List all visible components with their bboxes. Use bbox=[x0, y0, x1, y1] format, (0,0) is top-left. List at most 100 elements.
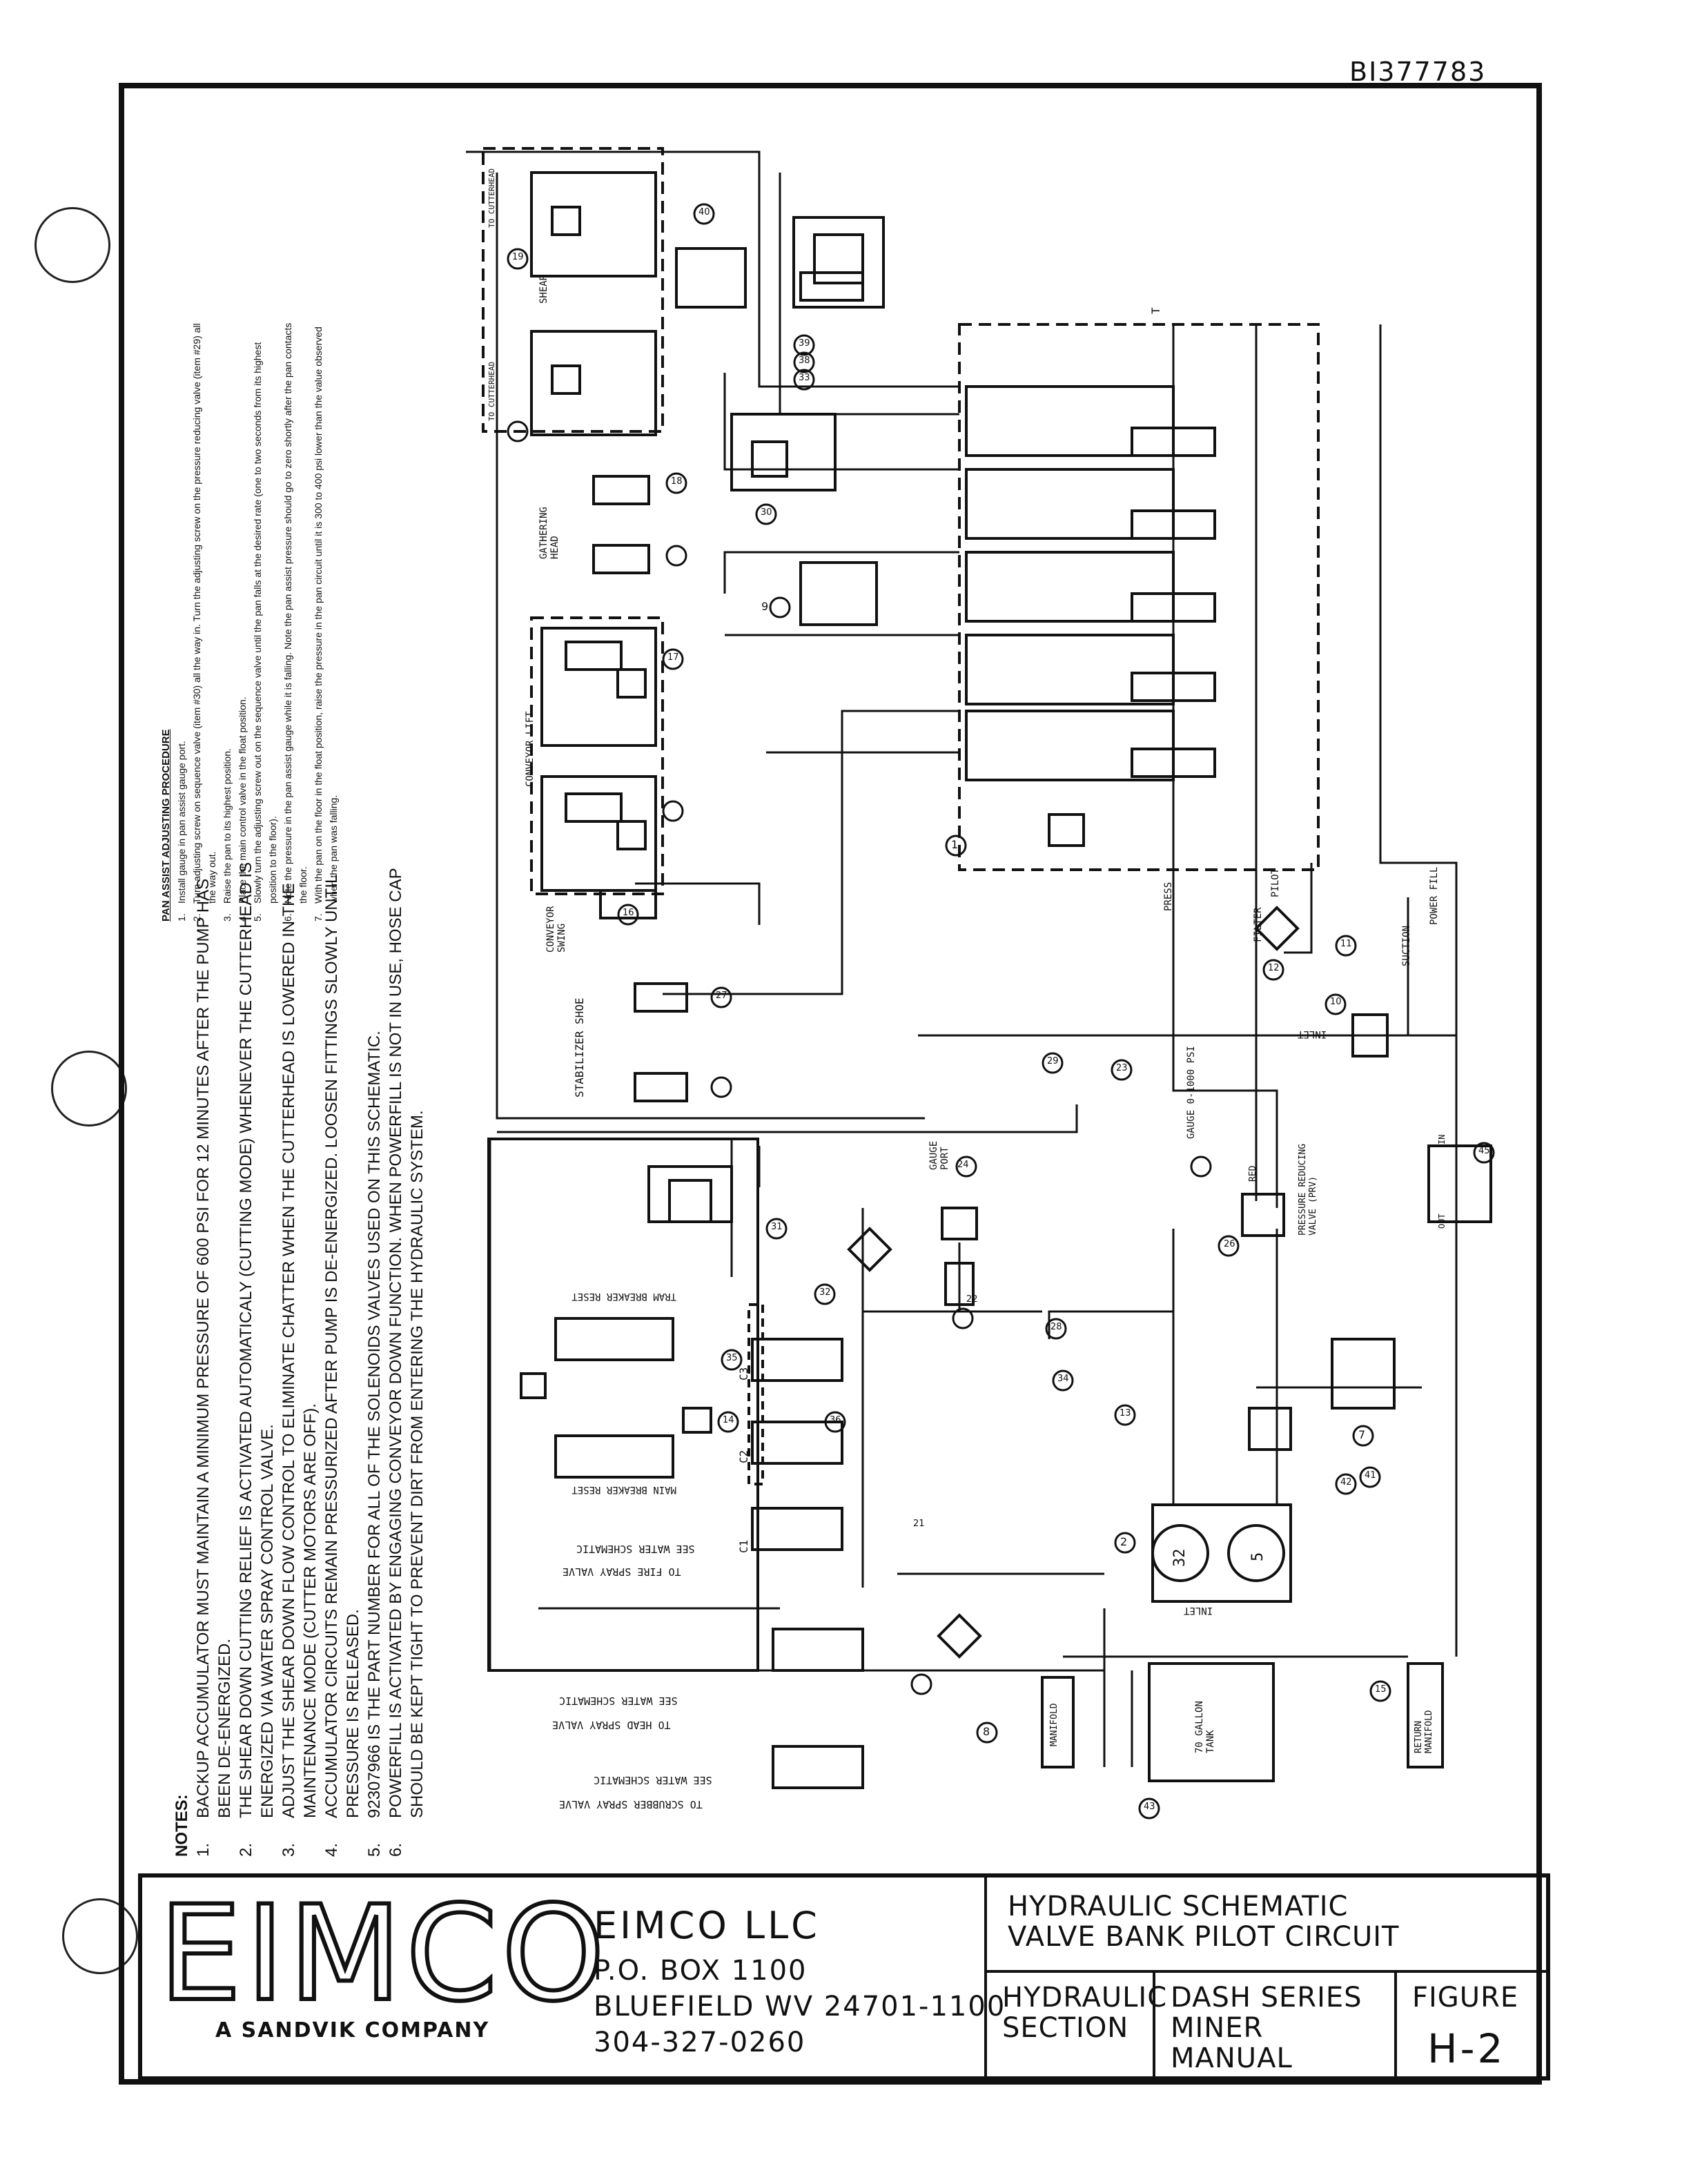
procedure-step: 6.Note the pressure in the pan assist ga… bbox=[282, 322, 309, 922]
manual-2: MINER bbox=[1171, 2012, 1264, 2044]
label-gauge-port: GAUGE PORT bbox=[928, 1140, 950, 1170]
item-28: 28 bbox=[1050, 1322, 1062, 1332]
procedure-step: 1.Install gauge in pan assist gauge port… bbox=[176, 741, 187, 922]
item-7: 7 bbox=[1358, 1428, 1366, 1441]
company-address-2: BLUEFIELD WV 24701-1100 bbox=[594, 1991, 1006, 2022]
procedure-title: PAN ASSIST ADJUSTING PROCEDURE bbox=[160, 729, 172, 922]
label-prv: PRESSURE REDUCING VALVE (PRV) bbox=[1298, 1143, 1318, 1236]
label-t: T bbox=[1149, 307, 1162, 314]
item-45: 45 bbox=[1478, 1146, 1490, 1156]
item-40: 40 bbox=[698, 207, 710, 217]
label-c1: C1 bbox=[737, 1539, 750, 1553]
item-14: 14 bbox=[723, 1415, 734, 1425]
item-32: 32 bbox=[819, 1287, 831, 1298]
label-shear: SHEAR bbox=[538, 274, 549, 304]
item-33: 33 bbox=[799, 373, 810, 383]
conveyor-lift-circuit bbox=[530, 561, 878, 1102]
item-29: 29 bbox=[1047, 1056, 1059, 1066]
company-address-1: P.O. BOX 1100 bbox=[594, 1955, 808, 1987]
drawing-title-2: VALVE BANK PILOT CIRCUIT bbox=[1008, 1921, 1400, 1953]
item-30: 30 bbox=[761, 507, 772, 518]
section-1: HYDRAULIC bbox=[1002, 1982, 1168, 2014]
item-callouts bbox=[507, 203, 1495, 1820]
label-fire-spray-2: SEE WATER SCHEMATIC bbox=[576, 1543, 695, 1555]
title-divider bbox=[984, 1970, 1550, 1973]
label-main-breaker-reset: MAIN BREAKER RESET bbox=[571, 1484, 676, 1495]
notes-title: NOTES: bbox=[173, 1794, 191, 1857]
sandvik-tagline: A SANDVIK COMPANY bbox=[215, 2018, 490, 2042]
shear-circuit bbox=[482, 147, 885, 436]
procedure-step: 7.With the pan on the floor in the float… bbox=[313, 326, 339, 922]
item-24: 24 bbox=[957, 1160, 969, 1170]
item-21: 21 bbox=[913, 1519, 925, 1529]
item-18: 18 bbox=[671, 476, 683, 487]
label-filter: FILTER bbox=[1253, 907, 1264, 942]
label-press: PRESS bbox=[1163, 881, 1174, 911]
item-22: 22 bbox=[966, 1294, 978, 1305]
item-13: 13 bbox=[1120, 1408, 1131, 1418]
label-to-cutterhead-top: TO CUTTERHEAD bbox=[487, 168, 496, 228]
procedure-step: 3.Raise the pan to its highest position. bbox=[222, 748, 233, 922]
label-conveyor-lift: CONVEYOR LIFT bbox=[525, 711, 536, 787]
item-34: 34 bbox=[1057, 1374, 1069, 1384]
item-10: 10 bbox=[1330, 997, 1342, 1007]
title-block: EIMCO A SANDVIK COMPANY EIMCO LLC P.O. B… bbox=[138, 1873, 1550, 2080]
company-name: EIMCO LLC bbox=[594, 1904, 820, 1947]
label-pump-5: 5 bbox=[1249, 1552, 1267, 1561]
item-16: 16 bbox=[623, 908, 634, 918]
gathering-head-cylinders bbox=[592, 413, 837, 574]
drawing-frame bbox=[119, 83, 1542, 2085]
item-41: 41 bbox=[1365, 1470, 1376, 1481]
label-fire-spray-1: TO FIRE SPRAY VALVE bbox=[563, 1566, 681, 1578]
item-1: 1 bbox=[951, 838, 959, 851]
pan-assist-procedure: PAN ASSIST ADJUSTING PROCEDURE 1.Install… bbox=[159, 314, 341, 922]
item-9: 9 bbox=[761, 600, 769, 613]
binder-hole-middle bbox=[51, 1051, 127, 1127]
procedure-step: 5.Slowly turn the adjusting screw out on… bbox=[252, 342, 278, 922]
binder-hole-top bbox=[35, 207, 110, 283]
section-divider bbox=[1153, 1970, 1155, 2080]
label-suction: SUCTION bbox=[1401, 925, 1412, 966]
label-stabilizer-shoe: STABILIZER SHOE bbox=[573, 997, 586, 1098]
item-17: 17 bbox=[667, 652, 679, 663]
label-pilot: PILOT bbox=[1270, 868, 1281, 897]
procedure-step: 4.Place the main control valve in the fl… bbox=[237, 696, 248, 922]
label-to-cutterhead-bottom: TO CUTTERHEAD bbox=[487, 361, 496, 421]
company-cell bbox=[138, 1873, 987, 2080]
item-8: 8 bbox=[983, 1725, 990, 1738]
note-item: 2.THE SHEAR DOWN CUTTING RELIEF IS ACTIV… bbox=[237, 861, 277, 1857]
pump-tank-circuit bbox=[847, 906, 1492, 1782]
item-11: 11 bbox=[1340, 939, 1352, 949]
label-return-manifold: RETURN MANIFOLD bbox=[1414, 1710, 1434, 1753]
notes-block: NOTES: 1.BACKUP ACCUMULATOR MUST MAINTAI… bbox=[171, 849, 428, 1857]
hydraulic-lines bbox=[466, 150, 1458, 1767]
label-filter-in: IN bbox=[1437, 1134, 1447, 1144]
label-c2: C2 bbox=[737, 1450, 750, 1463]
item-36: 36 bbox=[830, 1415, 841, 1425]
item-42: 42 bbox=[1340, 1477, 1352, 1488]
label-conveyor-swing: CONVEYOR SWING bbox=[545, 906, 567, 953]
section-2: SECTION bbox=[1002, 2012, 1129, 2044]
figure-label: FIGURE bbox=[1412, 1982, 1519, 2014]
label-tram-breaker-reset: TRAM BREAKER RESET bbox=[571, 1291, 676, 1302]
label-pump-32: 32 bbox=[1171, 1548, 1189, 1568]
item-27: 27 bbox=[716, 991, 727, 1001]
manual-1: DASH SERIES bbox=[1171, 1982, 1362, 2014]
note-item: 1.BACKUP ACCUMULATOR MUST MAINTAIN A MIN… bbox=[194, 878, 234, 1857]
item-35: 35 bbox=[726, 1353, 738, 1363]
figure-divider bbox=[1394, 1970, 1397, 2080]
label-inlet-bottom: INLET bbox=[1184, 1605, 1213, 1616]
label-power-fill: POWER FILL bbox=[1429, 866, 1440, 925]
item-38: 38 bbox=[799, 355, 810, 366]
eimco-logo: EIMCO bbox=[157, 1878, 609, 2030]
label-filter-out: OUT bbox=[1437, 1213, 1447, 1229]
item-12: 12 bbox=[1268, 963, 1280, 973]
title-block-border bbox=[138, 1873, 1550, 2080]
manual-3: MANUAL bbox=[1171, 2042, 1293, 2074]
label-tank: 70 GALLON TANK bbox=[1194, 1701, 1216, 1753]
label-c3: C3 bbox=[737, 1367, 750, 1381]
item-31: 31 bbox=[771, 1222, 783, 1232]
note-item: 5.92307966 IS THE PART NUMBER FOR ALL OF… bbox=[365, 1031, 384, 1857]
label-head-spray-2: SEE WATER SCHEMATIC bbox=[559, 1695, 678, 1707]
